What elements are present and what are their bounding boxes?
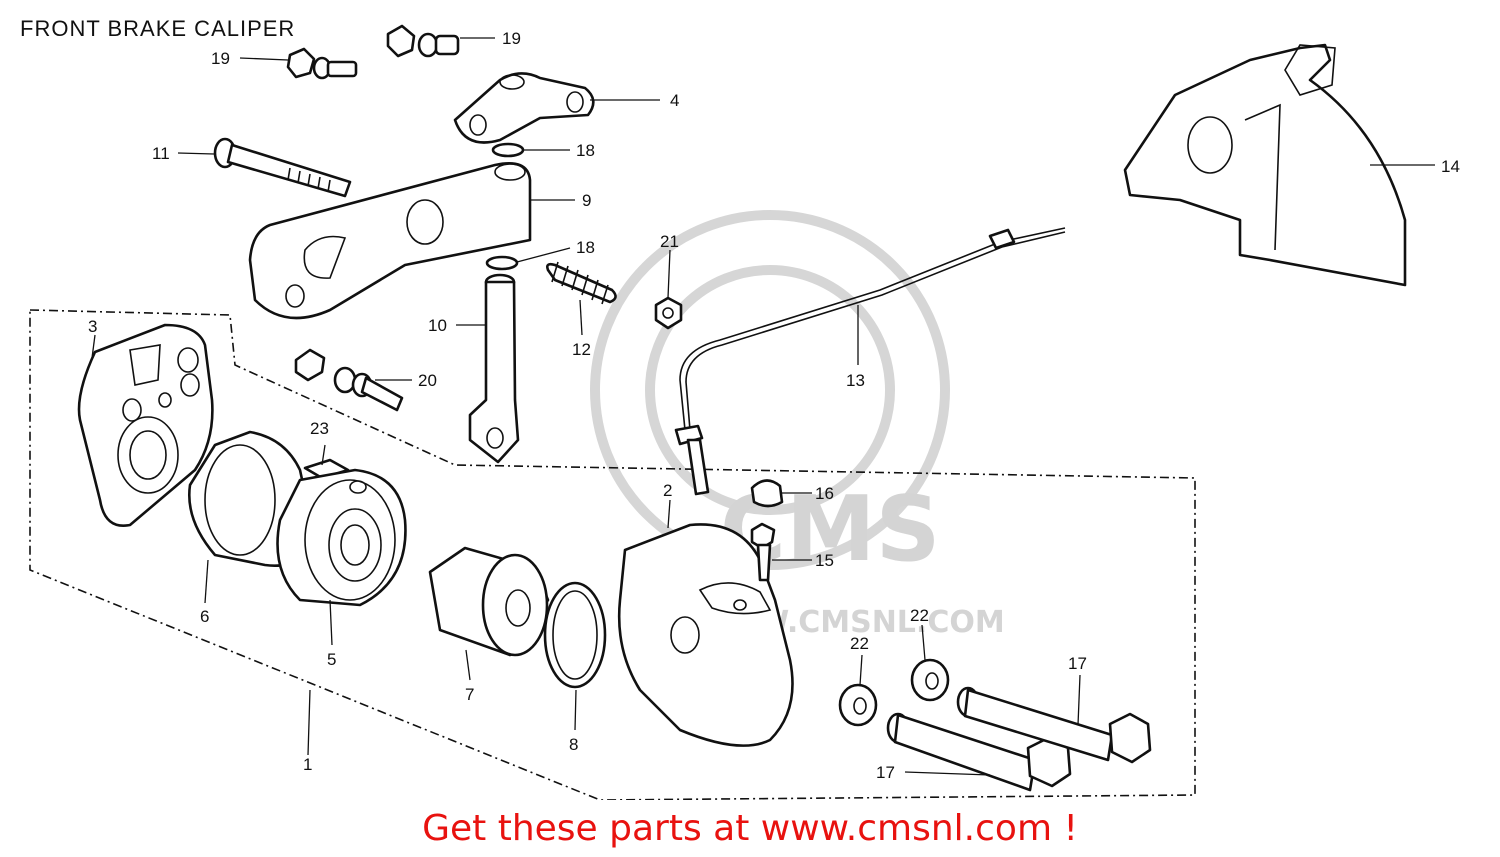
part-18-oring-a bbox=[491, 142, 525, 158]
part-14-caliper-cover bbox=[1123, 43, 1407, 287]
callout-19b: 19 bbox=[502, 29, 521, 48]
callout-20: 20 bbox=[418, 371, 437, 390]
callout-14: 14 bbox=[1441, 157, 1460, 176]
callout-labels: 19 19 4 11 18 9 18 21 10 12 13 14 20 3 2… bbox=[88, 29, 1460, 782]
part-19-bolt-b bbox=[386, 24, 460, 58]
assembly-boundary bbox=[29, 309, 1196, 800]
callout-19a: 19 bbox=[211, 49, 230, 68]
callout-18a: 18 bbox=[576, 141, 595, 160]
part-5-pad-piston bbox=[276, 468, 407, 607]
callout-21: 21 bbox=[660, 232, 679, 251]
callout-22a: 22 bbox=[850, 634, 869, 653]
callout-2: 2 bbox=[663, 481, 672, 500]
callout-7: 7 bbox=[465, 685, 474, 704]
callout-11: 11 bbox=[152, 144, 170, 163]
part-9-caliper-bracket bbox=[248, 162, 532, 320]
callout-12: 12 bbox=[572, 340, 591, 359]
part-13-brake-hose bbox=[674, 227, 1066, 496]
callout-1: 1 bbox=[303, 755, 312, 774]
part-2-caliper-body bbox=[617, 523, 794, 747]
callout-4: 4 bbox=[670, 91, 679, 110]
callout-23: 23 bbox=[310, 419, 329, 438]
part-3-caliper-half bbox=[77, 323, 214, 527]
part-17-bolt-b bbox=[956, 686, 1152, 764]
callout-22b: 22 bbox=[910, 606, 929, 625]
part-22-washer-a bbox=[838, 683, 878, 727]
part-19-bolt-a bbox=[286, 47, 358, 80]
part-15-bleed-valve bbox=[750, 522, 776, 582]
callout-8: 8 bbox=[569, 735, 578, 754]
part-16-bleed-cap bbox=[750, 479, 784, 508]
cta-link[interactable]: Get these parts at www.cmsnl.com ! bbox=[422, 808, 1078, 849]
callout-5: 5 bbox=[327, 650, 336, 669]
part-12-spring bbox=[546, 261, 617, 305]
callout-17b: 17 bbox=[876, 763, 895, 782]
part-7-piston bbox=[428, 546, 550, 657]
part-18-oring-b bbox=[485, 255, 519, 271]
part-4-bracket bbox=[453, 72, 595, 144]
callout-17a: 17 bbox=[1068, 654, 1087, 673]
callout-9: 9 bbox=[582, 191, 591, 210]
diagram-title: FRONT BRAKE CALIPER bbox=[20, 16, 296, 41]
callout-3: 3 bbox=[88, 317, 97, 336]
part-21-nut bbox=[654, 296, 683, 330]
callout-6: 6 bbox=[200, 607, 209, 626]
part-11-long-bolt bbox=[213, 137, 352, 198]
part-8-seal bbox=[543, 581, 607, 689]
callout-15: 15 bbox=[815, 551, 834, 570]
part-10-slide-pin bbox=[468, 273, 520, 464]
callout-leaders bbox=[91, 37, 1435, 776]
callout-16: 16 bbox=[815, 484, 834, 503]
callout-18b: 18 bbox=[576, 238, 595, 257]
part-20-bolt bbox=[294, 348, 404, 412]
exploded-parts-diagram: CMS WWW.CMSNL.COM bbox=[29, 24, 1460, 800]
callout-13: 13 bbox=[846, 371, 865, 390]
callout-10: 10 bbox=[428, 316, 447, 335]
part-17-bolt-a bbox=[886, 712, 1072, 792]
part-22-washer-b bbox=[910, 658, 950, 702]
